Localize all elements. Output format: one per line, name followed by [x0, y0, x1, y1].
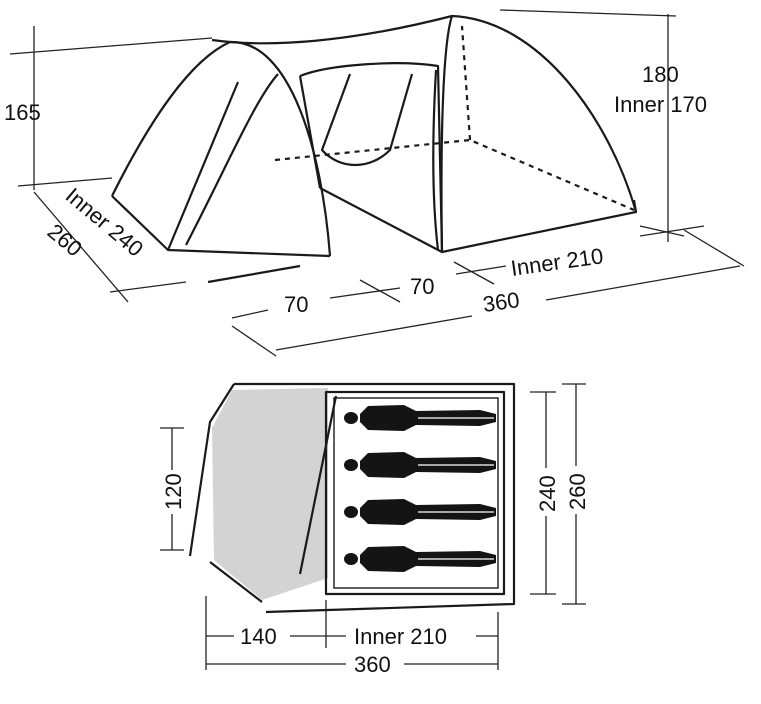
total-length-plan-label: 360: [354, 652, 391, 677]
height-inner-label: 180: [642, 62, 679, 87]
porch-area: [212, 388, 328, 600]
tent-floor-plan: 120 240 260 140 Inner 210 360: [160, 382, 590, 677]
sleeping-mat-area: [333, 397, 499, 589]
sleeping-person-icon: [344, 499, 496, 525]
sleeping-person-icon: [344, 405, 496, 431]
height-outer-label: 165: [4, 100, 41, 125]
sleeping-people: [344, 405, 496, 572]
depth-outer-label: 260: [43, 219, 87, 262]
sleeping-person-icon: [344, 546, 496, 572]
inner-length-plan-label: Inner 210: [354, 624, 447, 649]
inner-width-label: 240: [535, 475, 560, 512]
sleeping-person-icon: [344, 452, 496, 478]
total-length-label: 360: [481, 287, 521, 317]
outer-width-label: 260: [565, 473, 590, 510]
porch-width-label: 120: [161, 473, 186, 510]
porch-length-label: 140: [240, 624, 277, 649]
inner-length-label: Inner 210: [509, 243, 605, 281]
porch-front-label: 70: [284, 292, 308, 317]
inner-tent-floor: [324, 390, 506, 596]
tent-perspective-view: 165 180 Inner 170 Inner 240 260 70 70 In…: [4, 9, 745, 357]
height-inner-alt-label: Inner 170: [614, 92, 707, 117]
porch-side-label: 70: [410, 274, 434, 299]
